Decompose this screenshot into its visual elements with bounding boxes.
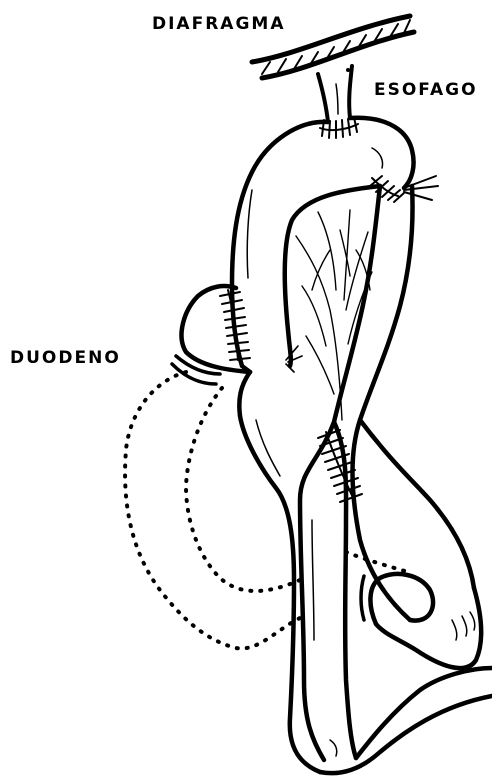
excluded-loop-dotted bbox=[125, 372, 408, 648]
suture-duodenal bbox=[220, 290, 250, 360]
esophagus-label: ESOFAGO bbox=[374, 80, 478, 100]
diaphragm-label: DIAFRAGMA bbox=[152, 14, 285, 34]
duodenum-label: DUODENO bbox=[10, 348, 121, 368]
esophagus bbox=[318, 66, 352, 122]
